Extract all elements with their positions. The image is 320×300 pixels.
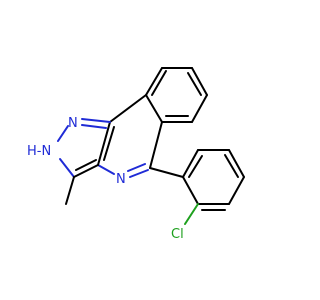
bond	[182, 176, 199, 205]
bond	[228, 176, 245, 205]
bond	[188, 155, 203, 178]
bond	[97, 121, 111, 166]
bond	[145, 67, 163, 96]
chemical-structure: N H‑N N Cl	[27, 67, 245, 242]
bond	[151, 70, 167, 96]
bond	[149, 167, 184, 178]
bond	[81, 124, 107, 129]
atom-label-n1: N	[68, 116, 78, 131]
atom-labels: N H‑N N Cl	[27, 116, 184, 242]
bond	[228, 149, 245, 178]
atom-label-nh: H‑N	[27, 144, 51, 159]
bond	[224, 154, 239, 178]
bond	[75, 159, 97, 171]
bond	[129, 169, 149, 178]
bond	[103, 126, 115, 161]
bond	[109, 94, 147, 123]
bond	[127, 163, 146, 172]
bond	[97, 164, 115, 175]
bond	[191, 94, 208, 123]
bond	[182, 149, 199, 178]
bond	[57, 125, 69, 142]
bond	[81, 118, 111, 123]
bond	[191, 67, 208, 96]
bond	[65, 176, 75, 205]
bond	[59, 158, 75, 178]
bonds	[57, 67, 245, 225]
bond	[149, 121, 163, 169]
atom-label-n-ring: N	[116, 172, 126, 187]
bond	[187, 72, 202, 96]
bond	[184, 203, 199, 225]
bond	[73, 164, 99, 178]
atom-label-cl: Cl	[171, 227, 184, 242]
bond	[145, 94, 163, 123]
